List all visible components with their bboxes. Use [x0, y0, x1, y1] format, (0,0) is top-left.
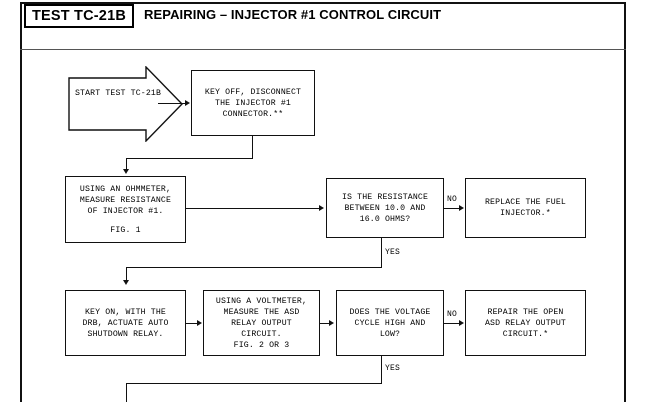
start-test-line-1: START TEST	[74, 89, 126, 98]
node-voltage-question-line-3: LOW?	[379, 329, 401, 339]
connector-keyoff-to-ohmmeter	[126, 158, 128, 170]
node-voltage-question-line-2: CYCLE HIGH AND	[354, 318, 426, 328]
connector-resistance-no	[444, 208, 460, 210]
connector-keyoff-down	[252, 136, 254, 159]
page-frame-right	[624, 2, 626, 402]
connector-voltage-yes-left	[126, 383, 382, 385]
node-key-off: KEY OFF, DISCONNECT THE INJECTOR #1 CONN…	[191, 70, 315, 136]
node-replace-injector: REPLACE THE FUEL INJECTOR.*	[465, 178, 586, 238]
connector-keyoff-left	[126, 158, 253, 160]
node-voltmeter: USING A VOLTMETER, MEASURE THE ASD RELAY…	[203, 290, 320, 356]
node-key-off-line-2: THE INJECTOR #1	[215, 98, 291, 108]
connector-ohmmeter-to-question	[186, 208, 320, 210]
node-ohmmeter-line-2: MEASURE RESISTANCE	[79, 195, 172, 205]
arrow-ohmmeter-to-question	[319, 205, 324, 211]
connector-voltage-yes-continue	[126, 383, 128, 402]
edge-label-voltage-no: NO	[447, 310, 458, 319]
page-frame-left	[20, 2, 22, 402]
arrow-resistance-yes-to-keyon	[123, 280, 129, 285]
node-ohmmeter-line-1: USING AN OHMMETER,	[79, 184, 172, 194]
connector-resistance-yes-left	[126, 267, 382, 269]
node-repair-open-line-2: ASD RELAY OUTPUT	[484, 318, 566, 328]
node-voltmeter-line-3: RELAY OUTPUT	[231, 318, 292, 328]
connector-resistance-yes-to-keyon	[126, 267, 128, 281]
arrow-start-to-keyoff	[185, 100, 190, 106]
connector-voltage-yes-down	[381, 356, 383, 384]
node-key-on-drb-line-2: DRB, ACTUATE AUTO	[82, 318, 169, 328]
connector-voltmeter-to-question	[320, 323, 330, 325]
node-key-off-line-1: KEY OFF, DISCONNECT	[204, 87, 302, 97]
node-replace-injector-line-1: REPLACE THE FUEL	[484, 198, 566, 207]
node-voltmeter-line-1: USING A VOLTMETER,	[215, 296, 308, 306]
edge-label-resistance-no: NO	[447, 195, 458, 204]
node-ohmmeter-line-3: OF INJECTOR #1.	[87, 206, 164, 216]
node-voltage-question-line-1: DOES THE VOLTAGE	[349, 307, 431, 317]
connector-voltage-no	[444, 323, 460, 325]
node-key-off-line-3: CONNECTOR.**	[222, 109, 284, 119]
node-repair-open-line-1: REPAIR THE OPEN	[487, 307, 564, 317]
arrow-voltage-no	[459, 320, 464, 326]
node-voltmeter-line-5: FIG. 2 OR 3	[233, 340, 290, 350]
node-key-on-drb-line-3: SHUTDOWN RELAY.	[87, 329, 164, 339]
node-replace-injector-line-2: INJECTOR.*	[500, 209, 551, 218]
node-key-on-drb-line-1: KEY ON, WITH THE	[84, 307, 166, 317]
node-voltmeter-line-2: MEASURE THE ASD	[223, 307, 300, 317]
node-ohmmeter: USING AN OHMMETER, MEASURE RESISTANCE OF…	[65, 176, 186, 243]
node-resistance-question-line-2: BETWEEN 10.0 AND	[344, 203, 426, 213]
header-divider	[20, 49, 626, 50]
connector-start-to-keyoff	[158, 103, 186, 105]
node-key-on-drb: KEY ON, WITH THE DRB, ACTUATE AUTO SHUTD…	[65, 290, 186, 356]
node-repair-open-line-3: CIRCUIT.*	[502, 329, 549, 339]
arrow-voltmeter-to-question	[329, 320, 334, 326]
start-test-label: START TEST TC-21B	[68, 88, 168, 99]
node-voltage-question: DOES THE VOLTAGE CYCLE HIGH AND LOW?	[336, 290, 444, 356]
page-frame-top	[20, 2, 626, 4]
test-id-label: TEST TC-21B	[31, 8, 127, 24]
node-resistance-question-line-3: 16.0 OHMS?	[359, 214, 411, 224]
arrow-keyon-to-voltmeter	[197, 320, 202, 326]
node-ohmmeter-line-5: FIG. 1	[110, 225, 141, 235]
arrow-keyoff-to-ohmmeter	[123, 169, 129, 174]
edge-label-resistance-yes: YES	[385, 248, 401, 257]
test-id-box: TEST TC-21B	[24, 4, 134, 28]
arrow-resistance-no	[459, 205, 464, 211]
node-repair-open: REPAIR THE OPEN ASD RELAY OUTPUT CIRCUIT…	[465, 290, 586, 356]
connector-resistance-yes-down	[381, 238, 383, 268]
node-resistance-question: IS THE RESISTANCE BETWEEN 10.0 AND 16.0 …	[326, 178, 444, 238]
start-test-line-2: TC-21B	[130, 89, 162, 98]
start-test-shape	[68, 66, 184, 142]
node-voltmeter-line-4: CIRCUIT.	[241, 329, 282, 339]
edge-label-voltage-yes: YES	[385, 364, 401, 373]
connector-keyon-to-voltmeter	[186, 323, 198, 325]
node-resistance-question-line-1: IS THE RESISTANCE	[341, 192, 429, 202]
page-title: REPAIRING – INJECTOR #1 CONTROL CIRCUIT	[144, 7, 442, 22]
